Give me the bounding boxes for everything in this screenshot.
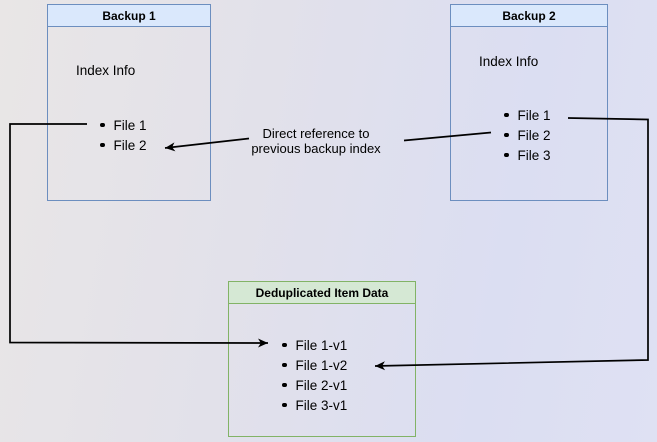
bullet-icon bbox=[100, 142, 105, 148]
dedup-file-list: File 1-v1 File 1-v2 File 2-v1 File 3-v1 bbox=[282, 335, 347, 415]
direct-reference-label-line1: Direct reference to bbox=[262, 126, 370, 141]
file-label: File 2-v1 bbox=[295, 377, 348, 393]
file-label: File 2 bbox=[113, 137, 147, 153]
list-item: File 3-v1 bbox=[282, 395, 347, 415]
backup1-box: Backup 1 Index Info File 1 File 2 bbox=[47, 4, 211, 201]
bullet-icon bbox=[100, 122, 105, 128]
list-item: File 2 bbox=[100, 135, 147, 155]
file-label: File 1 bbox=[517, 107, 551, 123]
bullet-icon bbox=[504, 152, 509, 158]
backup2-title: Backup 2 bbox=[502, 8, 556, 23]
list-item: File 2 bbox=[504, 125, 551, 145]
file-label: File 1-v1 bbox=[295, 337, 348, 353]
bullet-icon bbox=[504, 112, 509, 118]
backup1-header: Backup 1 bbox=[48, 5, 210, 27]
list-item: File 2-v1 bbox=[282, 375, 347, 395]
direct-reference-label: Direct reference to previous backup inde… bbox=[232, 126, 400, 156]
backup1-file-list: File 1 File 2 bbox=[100, 115, 147, 155]
list-item: File 1-v2 bbox=[282, 355, 347, 375]
backup2-file-list: File 1 File 2 File 3 bbox=[504, 105, 551, 165]
list-item: File 1-v1 bbox=[282, 335, 347, 355]
list-item: File 1 bbox=[504, 105, 551, 125]
backup2-box: Backup 2 Index Info File 1 File 2 File 3 bbox=[450, 4, 608, 201]
bullet-icon bbox=[282, 382, 287, 388]
dedup-title: Deduplicated Item Data bbox=[255, 285, 389, 300]
file-label: File 3-v1 bbox=[295, 397, 348, 413]
list-item: File 1 bbox=[100, 115, 147, 135]
bullet-icon bbox=[504, 132, 509, 138]
bullet-icon bbox=[282, 402, 287, 408]
file-label: File 1-v2 bbox=[295, 357, 348, 373]
list-item: File 3 bbox=[504, 145, 551, 165]
bullet-icon bbox=[282, 362, 287, 368]
dedup-header: Deduplicated Item Data bbox=[229, 282, 415, 304]
file-label: File 1 bbox=[113, 117, 147, 133]
file-label: File 2 bbox=[517, 127, 551, 143]
backup2-header: Backup 2 bbox=[451, 5, 607, 27]
dedup-box: Deduplicated Item Data File 1-v1 File 1-… bbox=[228, 281, 416, 437]
file-label: File 3 bbox=[517, 147, 551, 163]
backup1-title: Backup 1 bbox=[102, 8, 156, 23]
bullet-icon bbox=[282, 342, 287, 348]
direct-reference-label-line2: previous backup index bbox=[251, 141, 381, 156]
backup1-subtitle: Index Info bbox=[76, 63, 136, 78]
backup2-subtitle: Index Info bbox=[479, 54, 539, 69]
